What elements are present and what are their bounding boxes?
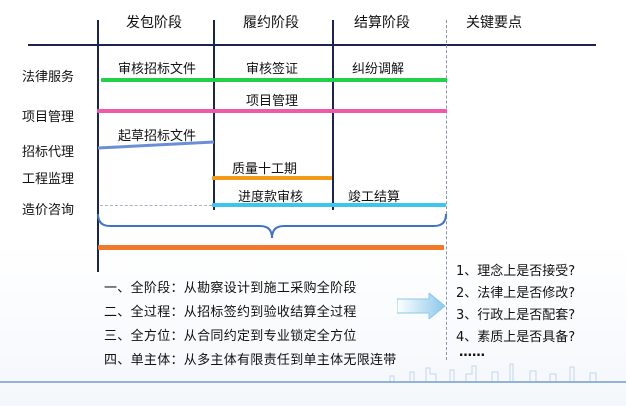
header-performance-phase: 履约阶段 [243, 15, 299, 31]
legal-services-bar [101, 78, 447, 82]
key-point-ellipsis: …… [459, 345, 485, 360]
key-point-3: 3、行政上是否配套? [456, 308, 576, 323]
row-label-cost-consulting: 造价咨询 [22, 203, 75, 218]
key-points-dashed-divider [446, 20, 447, 360]
cost-consulting-bar [212, 203, 446, 207]
row-label-legal-services: 法律服务 [22, 70, 75, 85]
cell-draft-bid-documents: 起草招标文件 [118, 129, 197, 144]
summary-line-3: 三、全方位：从合同约定到专业锁定全方位 [104, 329, 357, 344]
cell-quality-schedule: 质量十工期 [232, 162, 298, 177]
cell-review-bid-documents: 审核招标文件 [118, 62, 197, 77]
column-divider-2 [213, 20, 215, 210]
cell-progress-payment-review: 进度款审核 [238, 190, 304, 205]
key-point-4: 4、素质上是否具备? [456, 330, 576, 345]
header-divider [28, 44, 596, 46]
project-management-bar [97, 109, 447, 113]
column-divider-1 [97, 20, 99, 272]
cost-consulting-dashed-extension [100, 205, 212, 206]
header-key-points: 关键要点 [466, 15, 522, 31]
bidding-agency-bar [97, 140, 215, 150]
cell-dispute-mediation: 纠纷调解 [352, 62, 405, 77]
engineering-supervision-bar [212, 176, 332, 180]
cell-review-signing: 审核签证 [246, 62, 299, 77]
column-divider-3 [332, 20, 334, 210]
row-label-bidding-agency: 招标代理 [22, 145, 75, 160]
summary-line-2: 二、全过程：从招标签约到验收结算全过程 [104, 305, 357, 320]
cell-project-management: 项目管理 [246, 94, 299, 109]
full-span-bar [98, 245, 444, 250]
cell-completion-settlement: 竣工结算 [348, 190, 401, 205]
right-arrow-icon [397, 293, 446, 319]
header-settlement-phase: 结算阶段 [354, 15, 410, 31]
summary-line-1: 一、全阶段：从勘察设计到施工采购全阶段 [104, 281, 357, 296]
row-label-engineering-supervision: 工程监理 [22, 172, 75, 187]
brace-path [97, 213, 447, 239]
key-point-2: 2、法律上是否修改? [456, 286, 576, 301]
summary-line-4: 四、单主体：从多主体有限责任到单主体无限连带 [104, 353, 397, 368]
header-contracting-phase: 发包阶段 [126, 15, 182, 31]
bidding-agency-line [97, 140, 215, 150]
key-point-1: 1、理念上是否接受? [456, 264, 576, 279]
row-label-project-management: 项目管理 [22, 110, 75, 125]
span-brace [97, 213, 447, 239]
footer-rule [0, 381, 626, 383]
